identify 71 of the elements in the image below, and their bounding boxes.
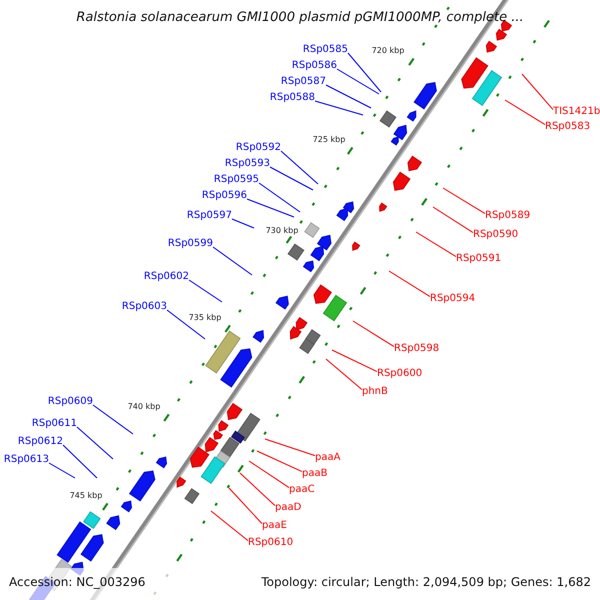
scale-label: 725 kbp <box>312 134 346 144</box>
leader-line <box>522 74 554 110</box>
leader-line <box>228 488 262 524</box>
gene-label: RSp0594 <box>430 293 476 305</box>
gene-label: RSp0583 <box>545 121 590 133</box>
gene-label: RSp0611 <box>32 418 77 430</box>
scale-label: 720 kbp <box>372 46 404 54</box>
gene-label: paaE <box>262 520 287 532</box>
gene-label: RSp0588 <box>270 92 315 104</box>
leader-line <box>352 320 394 348</box>
gene-label: RSp0596 <box>202 190 247 202</box>
leader-line <box>258 182 300 212</box>
leader-line <box>264 438 316 456</box>
leader-line <box>240 472 276 506</box>
scale-label: 735 kbp <box>188 312 222 322</box>
leader-line <box>326 84 372 108</box>
gene-label: RSp0600 <box>377 368 422 380</box>
leader-line <box>256 450 302 472</box>
gene-label: RSp0610 <box>248 537 294 549</box>
gene-label: RSp0597 <box>186 210 232 222</box>
gene-label: RSp0609 <box>48 396 93 408</box>
leader-line <box>348 52 382 92</box>
leader-line <box>210 510 248 542</box>
leader-line <box>388 270 430 298</box>
gene-label: RSp0613 <box>4 454 49 466</box>
gene-label: paaB <box>302 468 328 480</box>
leader-line <box>504 100 546 126</box>
leader-line <box>332 350 378 372</box>
gene-label: RSp0598 <box>394 343 440 355</box>
leader-line <box>166 310 206 340</box>
leader-line <box>280 150 318 184</box>
leader-line <box>62 444 98 478</box>
scale-label: 730 kbp <box>266 226 298 234</box>
gene-label: RSp0612 <box>18 436 63 448</box>
scale-label: 745 kbp <box>70 490 102 500</box>
gene-label: RSp0592 <box>236 142 281 154</box>
gene-label: RSp0585 <box>302 44 348 56</box>
info-text: Topology: circular; Length: 2,094,509 bp; Genes: 1,682 <box>261 575 591 589</box>
gene-label: RSp0589 <box>485 210 530 222</box>
gene-label: paaA <box>315 452 340 464</box>
info-text: Accession: NC_003296 <box>9 575 146 589</box>
gene-label: RSp0602 <box>144 271 189 283</box>
scale-label: 740 kbp <box>128 402 160 410</box>
leader-line <box>336 68 380 94</box>
leader-line <box>76 426 114 460</box>
leader-line <box>442 188 486 214</box>
title: Ralstonia solanacearum GMI1000 plasmid pGMI1000MP, complete ... <box>75 10 525 25</box>
gene-label: RSp0591 <box>456 253 502 265</box>
leader-line <box>270 166 314 190</box>
gene-label: RSp0593 <box>224 158 270 170</box>
gene-label: RSp0599 <box>168 238 213 250</box>
leader-line <box>248 460 290 488</box>
leader-line <box>48 462 76 478</box>
gene-label: RSp0595 <box>214 174 259 186</box>
leader-line <box>432 206 474 234</box>
gene-label: paaC <box>289 484 315 496</box>
gene-label: paaD <box>275 502 302 514</box>
leader-line <box>188 280 222 302</box>
gene-label: RSp0586 <box>292 60 337 72</box>
gene-label: RSp0587 <box>280 76 326 88</box>
leader-line <box>92 404 134 434</box>
gene-label: TIS1421b <box>553 106 600 118</box>
gene-label: RSp0590 <box>473 229 518 241</box>
gene-label: RSp0603 <box>122 301 167 313</box>
leader-line <box>416 232 456 258</box>
leader-line <box>246 198 294 218</box>
leader-line <box>232 218 254 228</box>
leader-line <box>326 358 362 390</box>
leader-line <box>212 246 252 276</box>
leader-line <box>314 100 364 116</box>
gene-label: phnB <box>362 386 388 398</box>
